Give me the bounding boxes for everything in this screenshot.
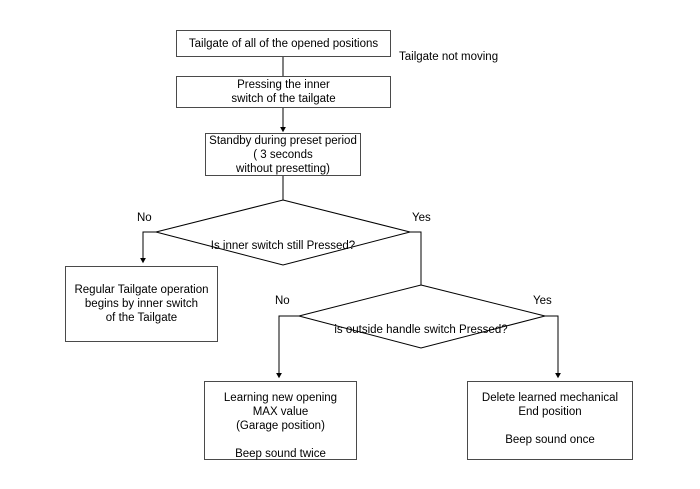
decision-inner-text: Is inner switch still Pressed? (210, 240, 356, 252)
node-press-inner-switch[interactable]: Pressing the inner switch of the tailgat… (176, 76, 391, 108)
decision-inner-label[interactable]: Is inner switch still Pressed? (183, 225, 383, 253)
decision-outside-text: is outside handle switch Pressed? (334, 324, 508, 336)
edge-label-outside-no: No (275, 295, 290, 308)
node-learning-new-opening-label: Learning new opening MAX value (Garage p… (223, 392, 338, 460)
node-regular-operation[interactable]: Regular Tailgate operation begins by inn… (65, 266, 218, 342)
node-start-box-label: Tailgate of all of the opened positions (188, 37, 379, 50)
edge-label-inner-yes: Yes (412, 212, 431, 225)
edge-label-outside-yes-text: Yes (533, 295, 552, 307)
node-standby[interactable]: Standby during preset period ( 3 seconds… (205, 133, 361, 176)
node-press-inner-switch-label: Pressing the inner switch of the tailgat… (231, 79, 336, 105)
edge-inner-yes (410, 231, 422, 285)
decision-outside-label[interactable]: is outside handle switch Pressed? (321, 309, 521, 337)
node-regular-operation-label: Regular Tailgate operation begins by inn… (74, 284, 209, 324)
node-delete-learned-label: Delete learned mechanical End position B… (481, 392, 619, 446)
node-delete-learned[interactable]: Delete learned mechanical End position B… (467, 381, 633, 460)
node-start-box[interactable]: Tailgate of all of the opened positions (176, 30, 391, 57)
edge-label-inner-no-text: No (137, 212, 152, 224)
annotation-tailgate-not-moving: Tailgate not moving (399, 36, 559, 64)
edge-label-inner-yes-text: Yes (412, 212, 431, 224)
node-learning-new-opening[interactable]: Learning new opening MAX value (Garage p… (204, 381, 357, 460)
edge-outside-no (276, 315, 299, 379)
edge-label-outside-yes: Yes (533, 295, 552, 308)
node-standby-label: Standby during preset period ( 3 seconds… (209, 134, 357, 175)
edge-label-inner-no: No (137, 212, 152, 225)
annotation-tailgate-not-moving-label: Tailgate not moving (399, 51, 499, 63)
edge-inner-no (140, 231, 156, 264)
edge-outside-yes (545, 315, 562, 379)
edge-label-outside-no-text: No (275, 295, 290, 307)
